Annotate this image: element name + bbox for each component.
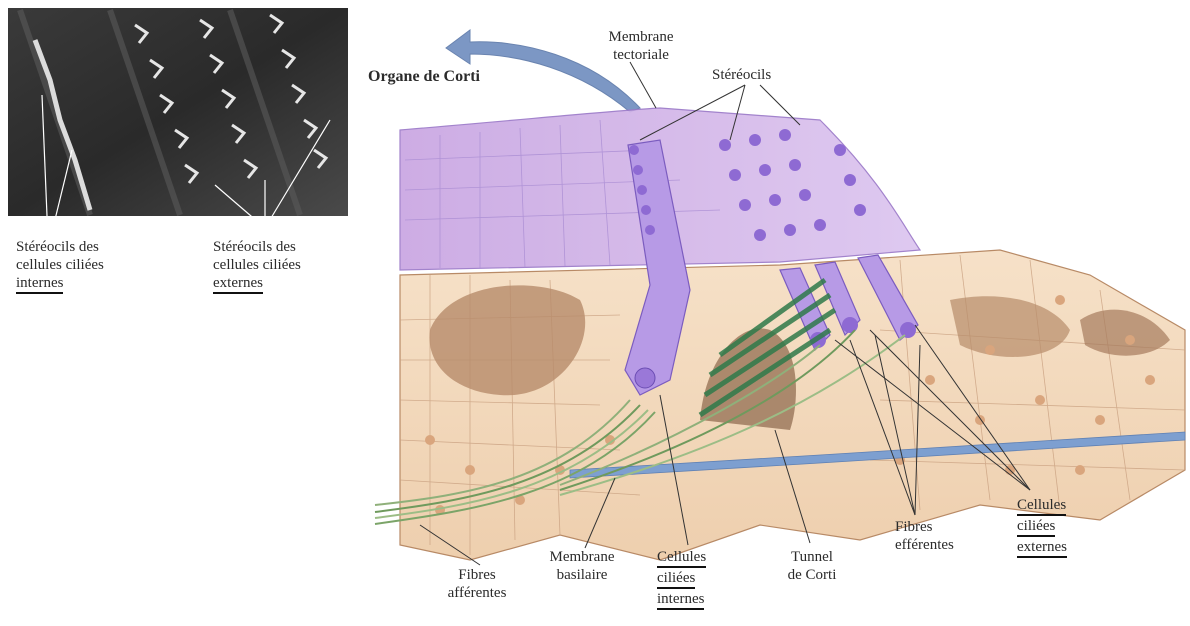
sem-micrograph (8, 8, 348, 240)
label-line: Stéréocils des (16, 238, 104, 256)
label-line: Fibres (895, 518, 954, 536)
label-line: afférentes (432, 584, 522, 602)
label-line-underlined: externes (1017, 539, 1067, 558)
label-line: Membrane (596, 28, 686, 46)
label-line-underlined: externes (213, 275, 263, 294)
label-tectorial-membrane: Membrane tectoriale (596, 28, 686, 64)
label-line-underlined: Cellules (1017, 497, 1066, 516)
label-line: cellules ciliées (16, 256, 104, 274)
label-basilar-membrane: Membrane basilaire (534, 548, 630, 584)
label-line-underlined: ciliées (657, 570, 695, 589)
diagram-title: Organe de Corti (368, 68, 480, 86)
label-outer-hair-cells: Cellules ciliées externes (1017, 496, 1067, 556)
label-line: Membrane (534, 548, 630, 566)
label-line: tectoriale (596, 46, 686, 64)
label-line: cellules ciliées (213, 256, 301, 274)
label-line: efférentes (895, 536, 954, 554)
label-line: Tunnel (772, 548, 852, 566)
label-line-underlined: internes (16, 275, 63, 294)
label-outer-stereocilia: Stéréocils des cellules ciliées externes (213, 238, 301, 292)
label-line-underlined: Cellules (657, 549, 706, 568)
label-line: de Corti (772, 566, 852, 584)
label-tunnel-of-corti: Tunnel de Corti (772, 548, 852, 584)
label-line: basilaire (534, 566, 630, 584)
label-stereocils: Stéréocils (712, 66, 771, 84)
label-inner-stereocilia: Stéréocils des cellules ciliées internes (16, 238, 104, 292)
label-line: Fibres (432, 566, 522, 584)
label-afferent-fibres: Fibres afférentes (432, 566, 522, 602)
label-inner-hair-cells: Cellules ciliées internes (657, 548, 706, 608)
label-efferent-fibres: Fibres efférentes (895, 518, 954, 554)
label-line-underlined: ciliées (1017, 518, 1055, 537)
label-line-underlined: internes (657, 591, 704, 610)
label-line: Stéréocils des (213, 238, 301, 256)
